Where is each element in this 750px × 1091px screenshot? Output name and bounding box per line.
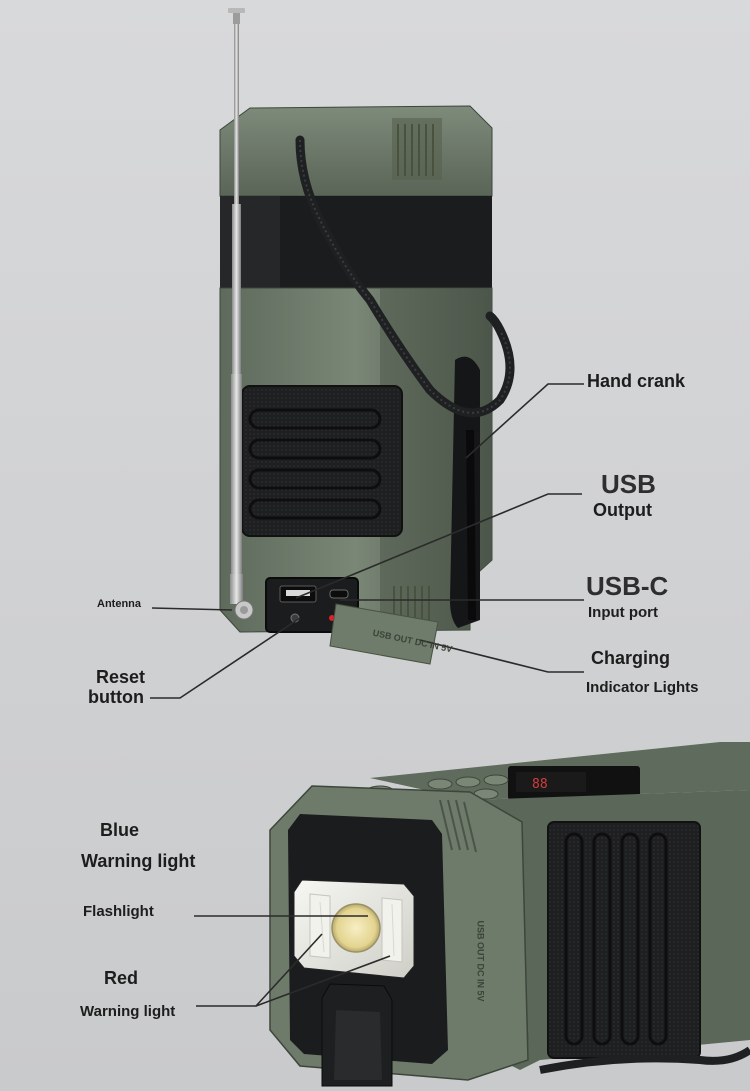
- red-warning-label-line1: Red: [104, 968, 139, 988]
- charging-label-line2: Indicator Lights: [586, 679, 699, 696]
- bottom-callout-lines: [194, 915, 391, 1007]
- charging-label-line1: Charging: [591, 648, 670, 668]
- reset-label-line1: Reset: [96, 667, 146, 687]
- usbc-label-line2: Input port: [588, 604, 658, 621]
- blue-warning-label-line2: Warning light: [81, 851, 196, 871]
- reset-label-line2: button: [88, 687, 144, 707]
- hand-crank-label: Hand crank: [587, 371, 686, 391]
- antenna-label: Antenna: [97, 598, 141, 610]
- side-cover-text: USB OUT DC IN 5V: [475, 920, 486, 1002]
- usb-output-label-line2: Output: [593, 500, 652, 520]
- red-warning-label-line2: Warning light: [80, 1003, 176, 1020]
- flashlight-label: Flashlight: [83, 903, 154, 920]
- usbc-label-line1: USB-C: [586, 571, 669, 601]
- radio-front-view: [219, 8, 515, 665]
- blue-warning-label-line1: Blue: [100, 820, 140, 840]
- usb-output-label-line1: USB: [601, 469, 656, 499]
- top-callout-lines: [150, 383, 584, 699]
- svg-text:88: 88: [532, 777, 548, 792]
- radio-side-view: 88: [269, 742, 750, 1087]
